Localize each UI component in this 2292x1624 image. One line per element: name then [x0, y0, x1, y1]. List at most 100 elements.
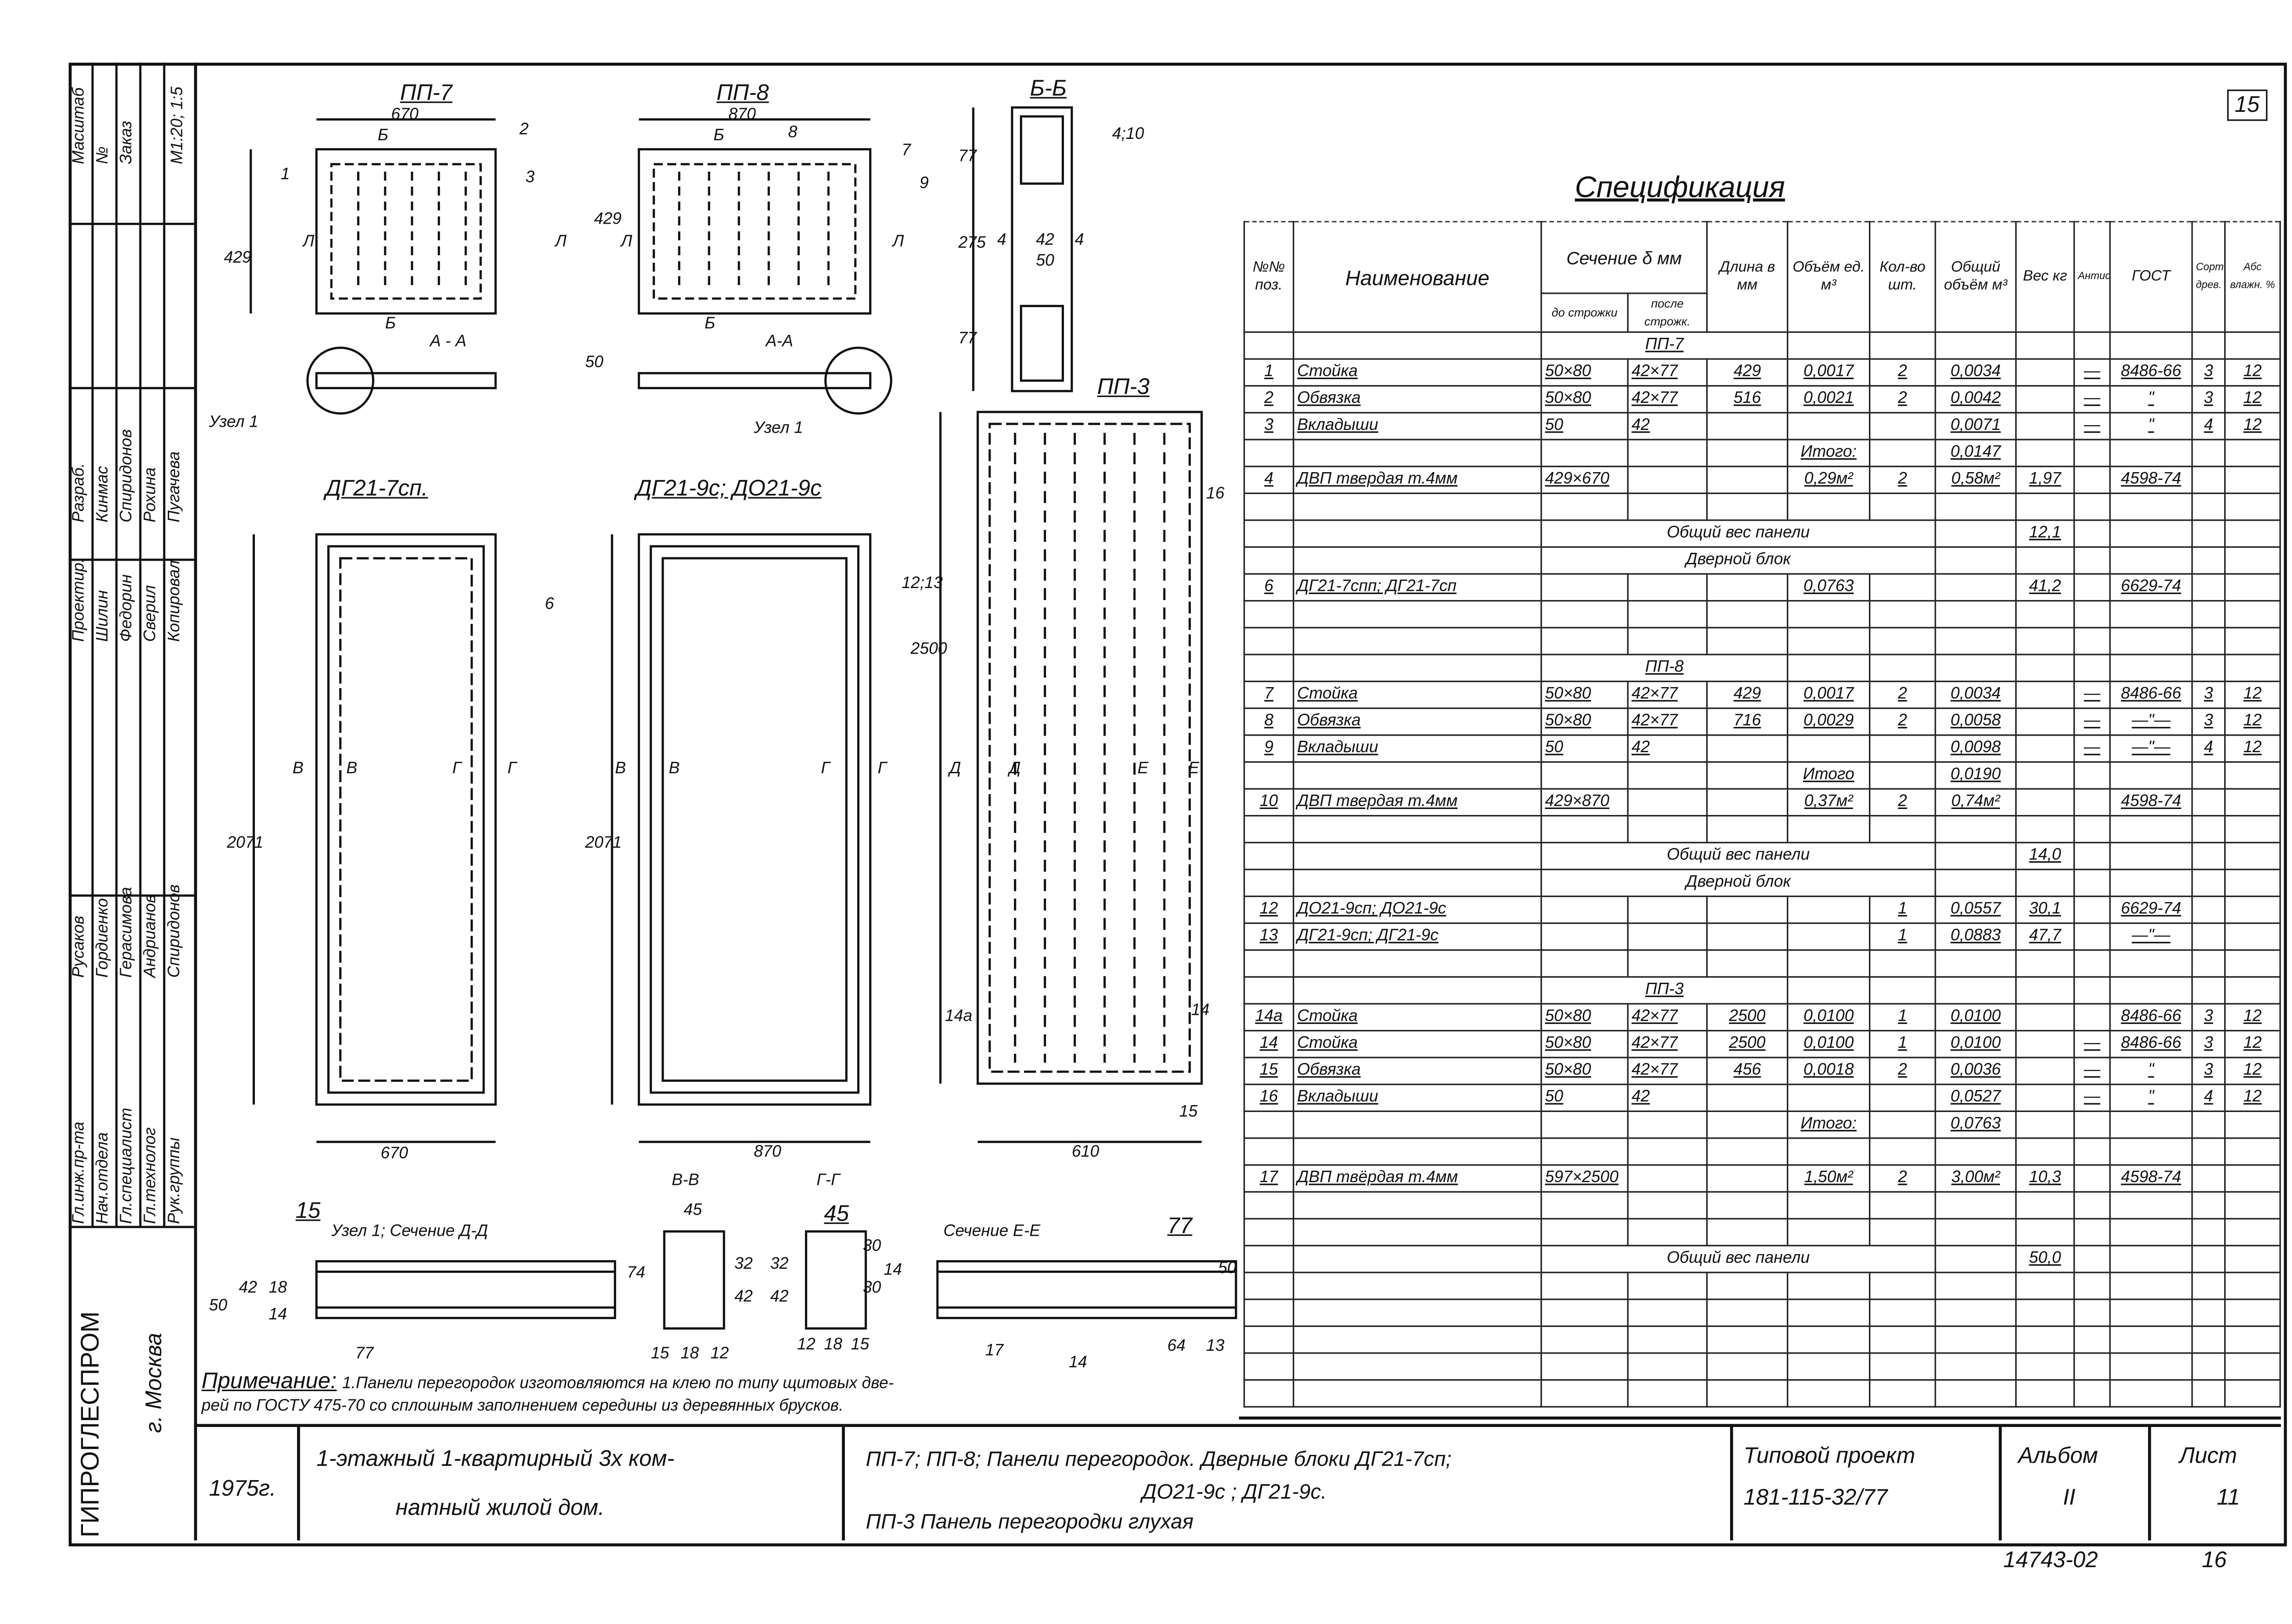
spec-cell: 0,0042 — [1934, 385, 2017, 414]
drawing-label: Л — [303, 232, 314, 251]
spec-cell: — — [2073, 680, 2111, 709]
spec-cell — [1786, 1191, 1871, 1220]
drawing-label: 32 — [734, 1255, 753, 1273]
spec-cell — [1934, 949, 2017, 978]
sheet-label: Лист — [2179, 1443, 2237, 1469]
header-pos: №№ поз. — [1243, 220, 1295, 333]
spec-cell — [1786, 922, 1871, 951]
spec-row: ПП-3 — [1243, 976, 2281, 1005]
spec-cell — [1869, 1272, 1936, 1300]
spec-cell — [2015, 1110, 2075, 1139]
drawing-label: Б — [713, 127, 724, 145]
spec-cell — [2015, 1379, 2075, 1408]
spec-cell: " — [2109, 1084, 2193, 1112]
spec-cell — [1706, 1379, 1789, 1408]
spec-cell: 0,0018 — [1786, 1057, 1871, 1085]
spec-cell — [1934, 519, 2017, 548]
spec-cell — [1627, 1137, 1708, 1166]
spec-cell — [1934, 976, 2017, 1005]
spec-cell: 13 — [1243, 922, 1295, 951]
spec-cell — [1540, 895, 1629, 924]
drawing-label: В-В — [672, 1172, 700, 1190]
spec-cell: 0,0883 — [1934, 922, 2017, 951]
spec-cell — [1243, 519, 1295, 548]
spec-cell — [2109, 1379, 2193, 1408]
spec-cell — [2015, 358, 2075, 387]
spec-cell — [2015, 654, 2075, 683]
drawing-label: 3 — [525, 168, 535, 187]
drawing-label: Узел 1 — [209, 413, 259, 432]
spec-cell — [2015, 1299, 2075, 1327]
spec-cell: 2 — [1869, 680, 1936, 709]
spec-cell: 3 — [2191, 1003, 2226, 1032]
spec-cell — [1243, 815, 1295, 843]
spec-cell — [2224, 1299, 2281, 1327]
spec-cell: 12 — [2224, 680, 2281, 709]
spec-cell: 50×80 — [1540, 358, 1629, 387]
spec-cell: 0,0034 — [1934, 680, 2017, 709]
drawing-label: 18 — [269, 1279, 287, 1297]
spec-cell — [2015, 869, 2075, 897]
spec-cell — [1540, 1379, 1629, 1408]
spec-cell: 14 — [1243, 1029, 1295, 1058]
spec-cell: 12 — [2224, 358, 2281, 387]
drawing-label: Г-Г — [816, 1172, 840, 1190]
spec-cell: 42×77 — [1627, 1029, 1708, 1058]
spec-cell — [1243, 949, 1295, 978]
spec-cell — [1243, 976, 1295, 1005]
spec-cell: Общий вес панели — [1540, 1244, 1936, 1273]
spec-cell — [1786, 627, 1871, 655]
sheet-title-2: ДО21-9с ; ДГ21-9с. — [1142, 1479, 1327, 1503]
spec-cell: 50 — [1540, 412, 1629, 440]
spec-cell — [2224, 519, 2281, 548]
spec-cell: 0,0100 — [1934, 1029, 2017, 1058]
title-block-grid — [194, 1416, 2281, 1541]
spec-cell — [2109, 1191, 2193, 1220]
spec-cell: 3,00м² — [1934, 1164, 2017, 1193]
spec-cell — [2015, 412, 2075, 440]
spec-cell — [1786, 1325, 1871, 1354]
spec-cell — [2109, 842, 2193, 870]
spec-cell — [2015, 1352, 2075, 1381]
drawing-label: ПП-8 — [716, 80, 769, 106]
spec-cell — [1243, 842, 1295, 870]
spec-cell — [1540, 600, 1629, 628]
spec-cell: 50×80 — [1540, 1029, 1629, 1058]
spec-cell — [1934, 1379, 2017, 1408]
spec-cell — [2073, 1379, 2111, 1408]
drawing-label: 429 — [224, 249, 252, 267]
spec-cell: 12 — [2224, 412, 2281, 440]
spec-cell — [1706, 922, 1789, 951]
spec-cell — [1540, 1325, 1629, 1354]
spec-cell — [1627, 1110, 1708, 1139]
drawing-label: 42 — [734, 1288, 753, 1306]
spec-row — [1243, 627, 2281, 655]
drawing-label: 15 — [851, 1336, 870, 1354]
spec-cell — [2015, 627, 2075, 655]
drawing-label: Л — [893, 232, 904, 251]
spec-cell — [2015, 385, 2075, 414]
spec-row — [1243, 1191, 2281, 1220]
section-g-g — [805, 1230, 867, 1330]
spec-cell — [1540, 1218, 1629, 1247]
spec-cell — [2015, 1325, 2075, 1354]
drawing-label: 42 — [239, 1279, 257, 1297]
spec-cell — [1243, 1352, 1295, 1381]
spec-row — [1243, 1218, 2281, 1247]
object-name-1: 1-этажный 1-квартирный 3х ком- — [316, 1446, 675, 1472]
spec-cell — [1627, 573, 1708, 602]
spec-cell — [2224, 1244, 2281, 1273]
spec-cell — [1869, 412, 1936, 440]
spec-cell — [2191, 600, 2226, 628]
spec-cell — [2109, 439, 2193, 468]
spec-cell — [1869, 949, 1936, 978]
header-unit-volume: Объём ед. м³ — [1786, 220, 1871, 333]
spec-cell — [2224, 546, 2281, 575]
panel-pp3-elevation — [939, 411, 1203, 1143]
